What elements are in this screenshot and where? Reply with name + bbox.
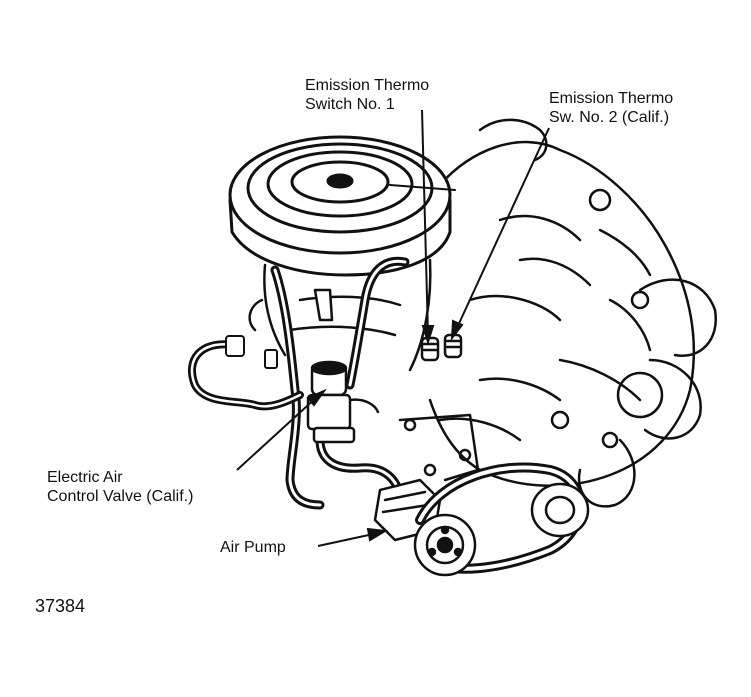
mounting-bracket [398, 413, 480, 482]
vacuum-hose-center [345, 256, 410, 390]
label-air-pump: Air Pump [220, 538, 286, 557]
leader-air-control-valve [236, 395, 319, 471]
label-thermo-switch-1: Emission Thermo Switch No. 1 [305, 76, 429, 114]
leader-thermo-switch-2 [455, 127, 550, 331]
label-thermo-switch-1-line1: Emission Thermo [305, 77, 430, 94]
air-hose-left-inner [273, 268, 322, 507]
label-thermo-switch-2-line2: Sw. No. 2 (Calif.) [549, 109, 670, 126]
cooling-fan [577, 278, 718, 508]
air-cleaner [228, 135, 456, 277]
label-thermo-switch-1-line2: Switch No. 1 [305, 96, 395, 113]
air-control-valve [306, 360, 380, 444]
intake-manifold [248, 258, 432, 372]
pump-pulley [413, 513, 477, 577]
label-air-control-valve-line2: Control Valve (Calif.) [47, 488, 194, 505]
leader-thermo-switch-1 [421, 109, 429, 336]
vacuum-hose-center-inner [348, 259, 407, 387]
label-thermo-switch-2: Emission Thermo Sw. No. 2 (Calif.) [549, 89, 673, 127]
label-air-control-valve: Electric Air Control Valve (Calif.) [47, 468, 193, 506]
thermo-switch-1 [420, 336, 440, 362]
crank-pulley [530, 482, 590, 538]
label-air-control-valve-line1: Electric Air [47, 469, 123, 486]
label-air-pump-text: Air Pump [220, 539, 286, 556]
wire-harness-inner [190, 342, 302, 408]
figure-number: 37384 [35, 596, 86, 616]
leader-air-pump [317, 532, 379, 547]
label-thermo-switch-2-line1: Emission Thermo [549, 90, 674, 107]
hose-to-pump-inner [318, 438, 402, 497]
